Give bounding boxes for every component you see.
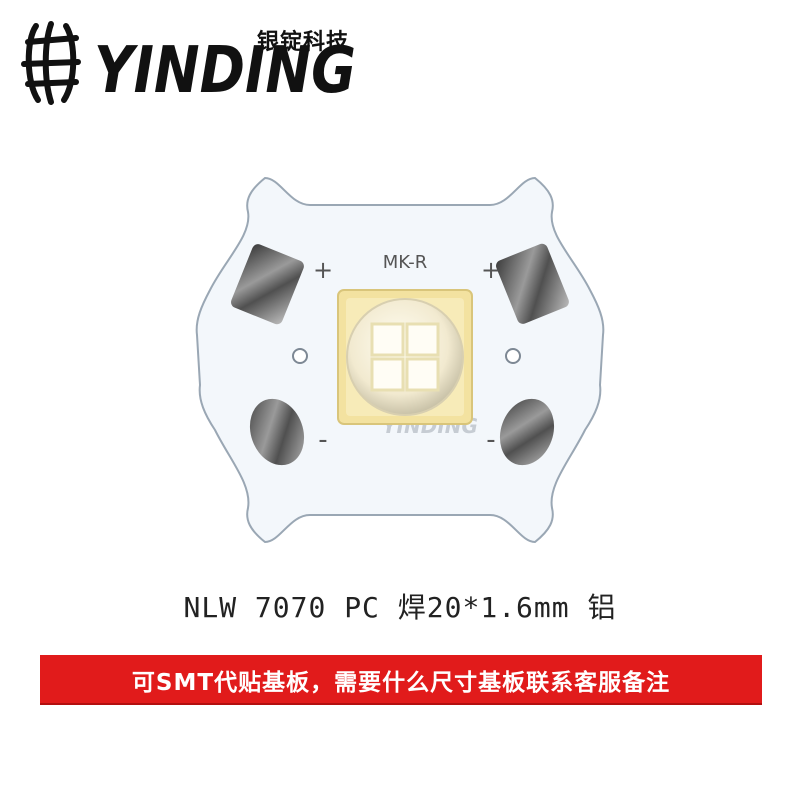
brand-wordmark-text: YINDING [94, 34, 356, 100]
led-board: MK-R + + - - YINDING [195, 176, 605, 544]
pad-top-left [231, 244, 304, 325]
pad-bottom-right [499, 398, 555, 466]
led-chip [337, 289, 473, 425]
led-die [370, 322, 440, 392]
product-caption: NLW 7070 PC 焊20*1.6mm 铝 [183, 591, 617, 624]
brand-wordmark: YINDING [94, 34, 356, 100]
minus-left-label: - [318, 425, 327, 455]
plus-right-label: + [481, 256, 501, 284]
brand-name-cn: 银锭科技 [257, 30, 350, 55]
promo-banner: 可SMT代贴基板，需要什么尺寸基板联系客服备注 [40, 655, 762, 705]
plus-left-label: + [313, 256, 333, 284]
mount-hole-right [505, 348, 521, 364]
pad-bottom-left [249, 398, 305, 466]
mount-hole-left [292, 348, 308, 364]
board-model-label: MK-R [383, 252, 427, 273]
brand-globe-icon [21, 21, 81, 105]
promo-banner-text: 可SMT代贴基板，需要什么尺寸基板联系客服备注 [131, 670, 671, 696]
pad-top-right [496, 243, 569, 324]
minus-right-label: - [486, 425, 495, 455]
